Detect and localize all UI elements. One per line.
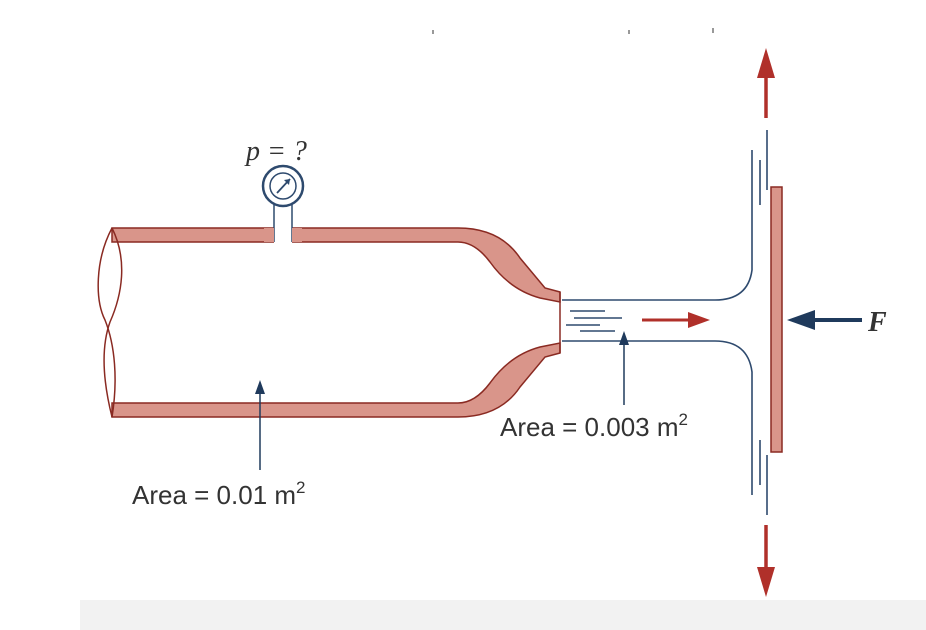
arrow-down-icon: [757, 525, 775, 597]
pressure-label: p = ?: [244, 136, 307, 167]
pressure-gauge-icon: [261, 164, 305, 208]
ground-strip: [80, 600, 926, 630]
pipe-upper-wall: [111, 227, 561, 303]
area-jet-label: Area = 0.003 m2: [500, 410, 688, 442]
area-pipe-label: Area = 0.01 m2: [132, 478, 306, 510]
area-pipe-text: Area = 0.01 m: [132, 480, 296, 510]
area-pointer-jet: [619, 331, 629, 405]
force-label: F: [867, 307, 887, 338]
pipe-lower-wall: [111, 342, 561, 418]
area-jet-exponent: 2: [679, 410, 688, 429]
flow-arrow-icon: [642, 312, 710, 328]
arrow-up-icon: [757, 48, 775, 118]
area-pipe-exponent: 2: [296, 478, 305, 497]
area-pointer-pipe: [255, 380, 265, 470]
force-arrow-icon: [787, 310, 862, 330]
pipe-break-left: [97, 227, 116, 418]
gauge-stem: [274, 204, 292, 244]
deflector-plate: [770, 186, 783, 453]
jet-stream: [562, 130, 768, 515]
area-jet-text: Area = 0.003 m: [500, 412, 679, 442]
top-ticks: [432, 28, 714, 34]
